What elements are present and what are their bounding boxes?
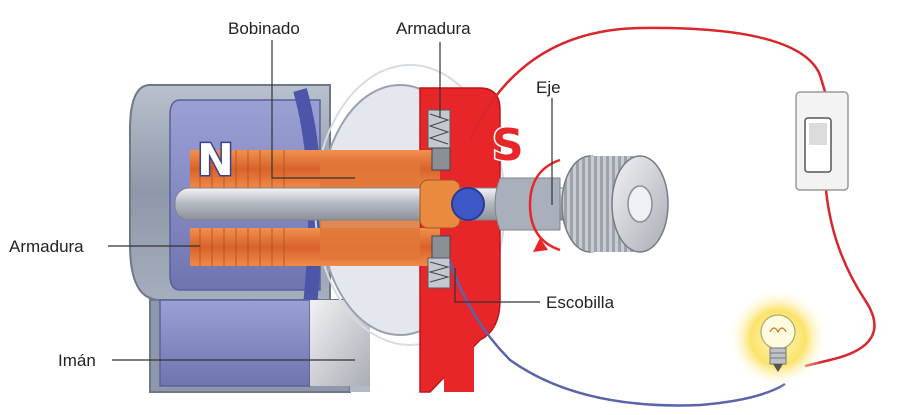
label-iman: Imán [58, 351, 96, 370]
south-pole-letter: S [492, 120, 524, 171]
label-bobinado: Bobinado [228, 19, 300, 38]
north-pole-letter: N [197, 135, 234, 186]
switch-icon [796, 92, 848, 190]
label-escobilla: Escobilla [546, 293, 615, 312]
light-bulb-icon [728, 288, 828, 388]
label-eje: Eje [536, 78, 561, 97]
label-armadura-left: Armadura [9, 237, 84, 256]
lower-magnet [160, 300, 370, 386]
label-armadura-top: Armadura [396, 19, 471, 38]
